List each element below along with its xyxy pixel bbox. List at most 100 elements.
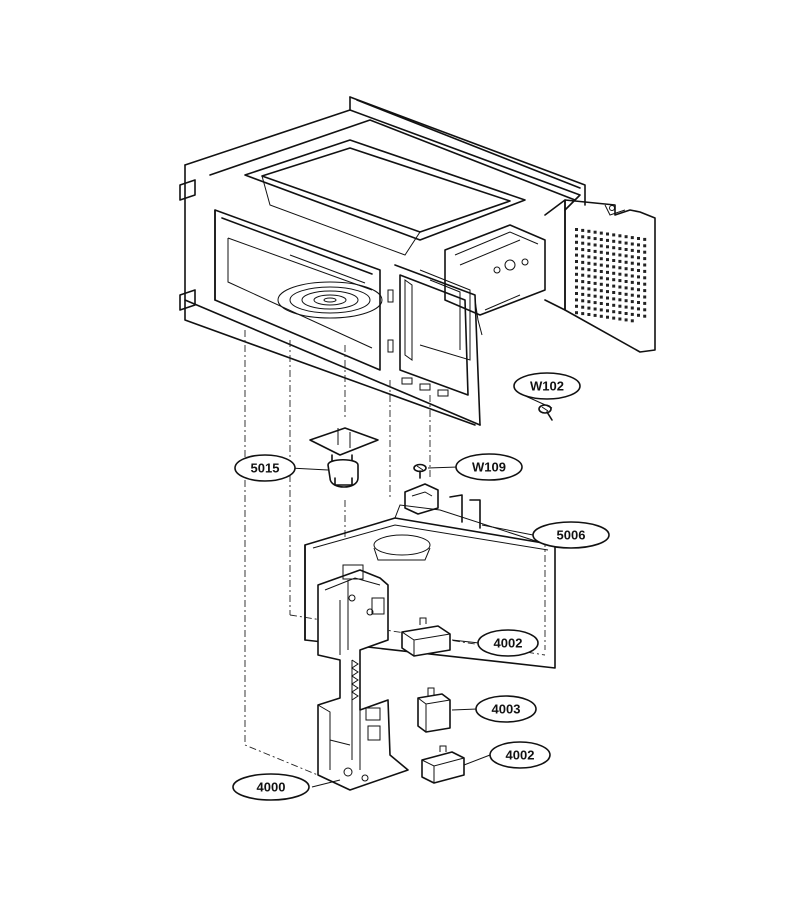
vent-hole (612, 252, 616, 256)
vent-hole (618, 317, 622, 321)
callout-4002-lower-label: 4002 (506, 748, 535, 763)
vent-hole (593, 281, 597, 285)
vent-hole (593, 288, 597, 292)
vent-hole (606, 309, 609, 313)
microwave-cavity (179, 96, 656, 426)
vent-hole (587, 249, 591, 252)
vent-hole (575, 279, 578, 283)
vent-hole (637, 294, 640, 298)
vent-hole (630, 248, 634, 252)
vent-hole (612, 233, 616, 237)
vent-hole (637, 275, 640, 279)
vent-hole (606, 283, 609, 287)
callout-w109-label: W109 (472, 460, 506, 475)
vent-hole (575, 298, 578, 302)
vent-hole (599, 244, 603, 248)
vent-hole (581, 280, 585, 284)
vent-hole (612, 284, 616, 288)
vent-hole (575, 247, 578, 251)
vent-hole (624, 292, 628, 296)
vent-hole (581, 267, 585, 271)
vent-hole (581, 260, 585, 264)
vent-hole (606, 238, 609, 242)
vent-hole (575, 311, 578, 315)
leader-lines (289, 393, 553, 788)
vent-hole (612, 291, 616, 294)
vent-hole (624, 260, 628, 264)
vent-hole (587, 268, 591, 272)
vent-hole (599, 289, 603, 293)
vent-hole (587, 287, 591, 291)
vent-hole (624, 273, 628, 277)
vent-hole (575, 292, 578, 295)
vent-hole (630, 293, 634, 297)
vent-hole (593, 256, 597, 260)
vent-hole (612, 297, 616, 301)
vent-hole (624, 286, 628, 290)
vent-hole (624, 280, 628, 283)
vent-hole (637, 281, 640, 285)
vent-hole (624, 318, 628, 322)
vent-hole (643, 244, 647, 248)
vent-hole (643, 250, 647, 254)
vent-hole (637, 243, 640, 247)
vent-hole (630, 242, 634, 246)
vent-hole (581, 248, 585, 252)
vent-hole (575, 228, 578, 231)
vent-hole (637, 301, 640, 304)
vent-hole (637, 256, 640, 260)
vent-hole (593, 249, 597, 253)
vent-hole (599, 238, 603, 241)
vent-hole (630, 319, 634, 323)
vent-hole (637, 269, 640, 272)
vent-hole (630, 236, 634, 240)
callout-w102: W102 (513, 372, 581, 400)
vent-hole (618, 240, 622, 244)
vent-hole (643, 237, 647, 241)
vent-hole (630, 274, 634, 278)
part-5015 (309, 427, 379, 488)
switch-4002-upper (401, 617, 451, 657)
vent-hole (575, 260, 578, 263)
vent-hole (581, 299, 585, 303)
vent-hole (593, 275, 597, 279)
vent-hole (630, 280, 634, 284)
vent-hole (606, 251, 609, 255)
vent-hole (606, 296, 609, 300)
callout-4002-upper-label: 4002 (494, 636, 523, 651)
vent-hole (624, 267, 628, 271)
vent-hole (581, 292, 585, 296)
vent-hole (618, 259, 622, 263)
vent-hole (599, 282, 603, 286)
vent-hole (612, 246, 616, 250)
callout-4000-label: 4000 (257, 780, 286, 795)
vent-hole (593, 301, 597, 305)
vent-hole (612, 265, 616, 269)
vent-hole (618, 272, 622, 276)
vent-hole (599, 276, 603, 280)
vent-hole (624, 312, 628, 315)
vent-hole (606, 258, 609, 262)
vent-hole (618, 279, 622, 283)
vent-hole (599, 270, 603, 273)
vent-hole (599, 263, 603, 267)
vent-hole (587, 274, 591, 278)
callout-5006-label: 5006 (557, 528, 586, 543)
vent-hole (612, 239, 616, 243)
callout-4002-lower: 4002 (489, 741, 551, 769)
vent-hole (643, 276, 647, 280)
vent-hole (624, 248, 628, 251)
vent-hole (593, 269, 597, 273)
vent-hole (606, 315, 609, 319)
vent-hole (643, 314, 647, 318)
vent-hole (637, 249, 640, 253)
vent-hole (593, 307, 597, 311)
vent-hole (587, 261, 591, 265)
vent-hole (593, 262, 597, 266)
vent-hole (624, 241, 628, 245)
vent-hole (630, 268, 634, 272)
vent-hole (630, 287, 634, 291)
vent-hole (637, 262, 640, 266)
vent-hole (581, 254, 585, 258)
